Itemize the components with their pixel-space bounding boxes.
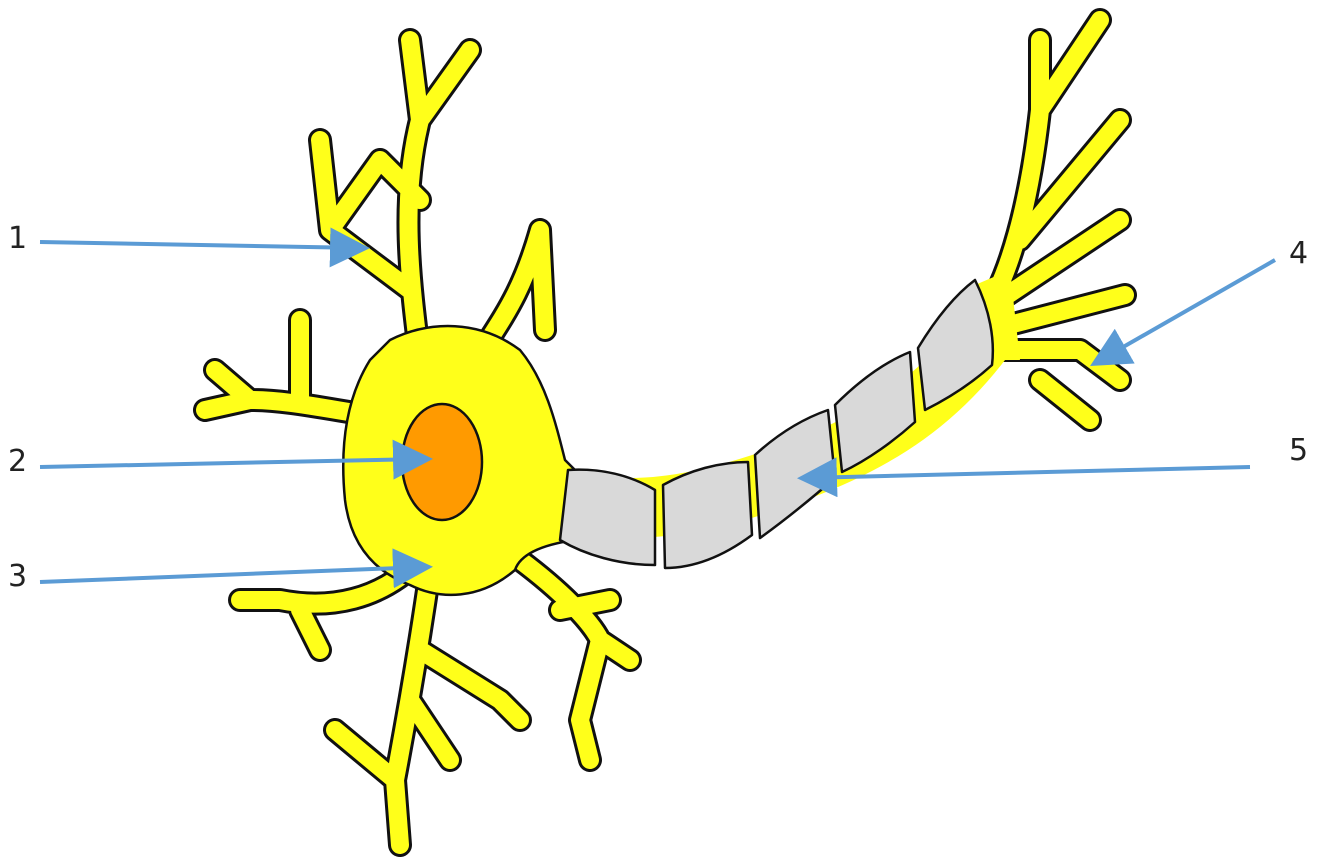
label-4: 4 (1289, 239, 1308, 269)
arrow-1 (40, 242, 362, 248)
nucleus (402, 404, 482, 520)
myelin-sheath (560, 470, 655, 565)
label-1: 1 (8, 224, 27, 254)
label-2: 2 (8, 447, 27, 477)
arrow-4 (1097, 260, 1275, 362)
label-3: 3 (8, 562, 27, 592)
myelin-sheath (755, 410, 835, 538)
myelin-sheath (663, 462, 752, 568)
myelin-sheath (918, 280, 993, 410)
axon (560, 280, 993, 568)
arrow-3 (40, 567, 425, 582)
label-5: 5 (1289, 436, 1308, 466)
myelin-sheath (835, 352, 915, 472)
